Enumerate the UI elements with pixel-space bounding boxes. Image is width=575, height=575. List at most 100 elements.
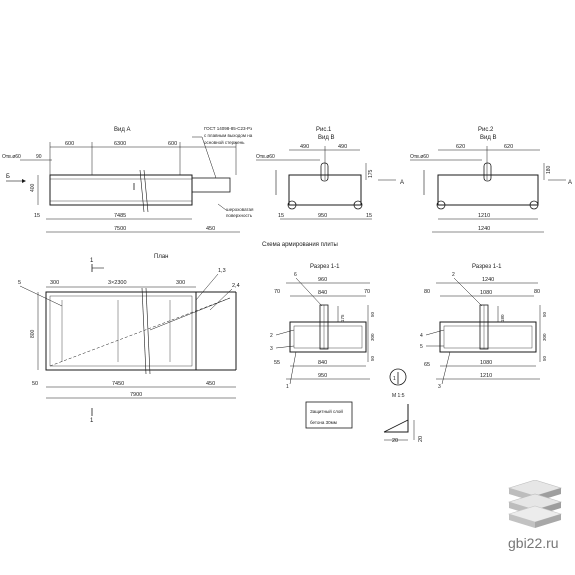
fig2-dim-620-left: 620 [456, 144, 465, 150]
view-a-dim-7485: 7485 [114, 213, 126, 219]
view-a-dim-600-left: 600 [65, 141, 74, 147]
plan-dim-7900: 7900 [130, 392, 142, 398]
view-a-dim-15: 15 [34, 213, 40, 219]
section2-label-3: 3 [438, 384, 441, 390]
plan-label-5: 5 [18, 280, 21, 286]
section2-title: Разрез 1-1 [472, 264, 502, 270]
cover-note-line-1: Защитный слой [310, 408, 343, 414]
plan-section-mark: 1 [90, 258, 94, 264]
section2-right-dim-50-bottom: 50 [542, 355, 547, 361]
fig1-dim-15-right: 15 [366, 213, 372, 219]
section1-label-3: 3 [270, 346, 273, 352]
plan-label-13: 1,3 [218, 268, 226, 274]
view-a-title: Вид А [114, 127, 131, 133]
plan-dim-50: 50 [32, 381, 38, 387]
section1-dim-960: 960 [318, 277, 327, 283]
cover-note-line-2: бетона 30мм [310, 420, 337, 425]
fig1-hole-label: Отв.ø60 [256, 154, 275, 160]
section2-label-2: 2 [452, 272, 455, 278]
fig2-view: Вид В [480, 135, 497, 141]
section1-right-dim-50-bottom: 50 [370, 355, 375, 361]
section1-dim-840: 840 [318, 360, 327, 366]
cover-note: Защитный слой бетона 30мм [305, 401, 353, 429]
section1-right-dim-50-top: 50 [370, 311, 375, 317]
fig1-dim-950: 950 [318, 213, 327, 219]
plan-dim-300-right: 300 [176, 280, 185, 286]
fig1-dim-15-left: 15 [278, 213, 284, 219]
fig1-dim-490-left: 490 [300, 144, 309, 150]
view-a-hole-label: Отв.ø60 [2, 154, 21, 160]
section2-dim-65: 65 [424, 362, 430, 368]
section2-label-4: 4 [420, 333, 423, 339]
detail-scale: М 1:5 [392, 393, 405, 399]
section2-right-dim-300: 300 [542, 333, 547, 341]
section1-right-dim-300: 300 [370, 333, 375, 341]
section2-dim-80-right: 80 [534, 289, 540, 295]
view-a-dim-7500: 7500 [114, 226, 126, 232]
section2-dim-1210: 1210 [480, 373, 492, 379]
fig1-letter-a: А [400, 180, 404, 186]
detail-mark: 1 [393, 376, 396, 382]
plan-view: План 1 300 3×2300 300 5 1,3 2,4 800 50 7… [18, 254, 240, 424]
view-a-letter-b: Б [6, 174, 10, 180]
section2-label-5: 5 [420, 344, 423, 350]
view-a-gost-note-3: основной стержень [204, 139, 245, 145]
fig2-title: Рис.2 [478, 127, 494, 133]
chamfer-dim-1: 20 [392, 438, 398, 444]
section1-label-1: 1 [286, 384, 289, 390]
section1-dim-70-left: 70 [274, 289, 280, 295]
section2-right-dim-50-top: 50 [542, 311, 547, 317]
fig2-dim-620-right: 620 [504, 144, 513, 150]
plan-section-mark-bottom: 1 [90, 418, 94, 424]
plan-dim-300-left: 300 [50, 280, 59, 286]
site-watermark: gbi22.ru [508, 535, 559, 551]
chamfer-detail: 20 20 [383, 404, 424, 444]
view-a-dim-90: 90 [36, 154, 42, 160]
fig2-letter-a: А [568, 180, 572, 186]
section-1: Разрез 1-1 70 960 70 840 6 175 50 300 50… [270, 264, 375, 390]
view-a-dim-450: 450 [206, 226, 215, 232]
view-a-rough-note-2: поверхность [226, 213, 253, 218]
scheme-title: Схема армирования плиты [262, 242, 338, 248]
fig-2: Рис.2 Вид В 620 620 Отв.ø60 180 А 1210 1… [410, 127, 572, 233]
fig1-side-dim: 175 [368, 169, 374, 178]
chamfer-dim-2: 20 [418, 436, 424, 442]
section1-dim-175: 175 [340, 314, 345, 322]
section2-dim-180: 180 [500, 314, 505, 322]
fig2-hole-label: Отв.ø60 [410, 154, 429, 160]
view-a-dim-600-right: 600 [168, 141, 177, 147]
plan-title: План [154, 254, 168, 260]
fig2-side-dim: 180 [546, 165, 552, 174]
section1-dim-950: 950 [318, 373, 327, 379]
gbi22-logo-icon [507, 480, 563, 528]
section-2: Разрез 1-1 1240 80 1080 80 2 180 50 300 … [420, 264, 547, 390]
plan-dim-7450: 7450 [112, 381, 124, 387]
plan-height: 800 [30, 329, 36, 338]
section1-dim-840-top: 840 [318, 290, 327, 296]
section2-dim-80-left: 80 [424, 289, 430, 295]
section1-title: Разрез 1-1 [310, 264, 340, 270]
fig1-dim-490-right: 490 [338, 144, 347, 150]
view-a-height: 400 [30, 183, 36, 192]
detail-1: 1 М 1:5 [389, 368, 407, 399]
fig2-inner-dim: 1210 [478, 213, 490, 219]
plan-label-24: 2,4 [232, 283, 240, 289]
section1-label-6: 6 [294, 272, 297, 278]
fig1-title: Рис.1 [316, 127, 332, 133]
section1-label-2: 2 [270, 333, 273, 339]
section2-dim-1080-bottom: 1080 [480, 360, 492, 366]
plan-dim-3x2300: 3×2300 [108, 280, 127, 286]
view-a-gost-note-1: ГОСТ 14098-85-С23-Рз [204, 126, 252, 131]
view-a-gost-note-2: с плавным выходом на [204, 133, 253, 138]
view-a-dim-6300: 6300 [114, 141, 126, 147]
view-a-rough-note-1: шероховатая [226, 207, 254, 212]
fig2-outer-dim: 1240 [478, 226, 490, 232]
fig1-view: Вид В [318, 135, 335, 141]
view-a: Вид А ГОСТ 14098-85-С23-Рз с плавным вых… [2, 126, 254, 233]
plan-dim-450: 450 [206, 381, 215, 387]
section2-dim-1080: 1080 [480, 290, 492, 296]
fig-1: Рис.1 Вид В 490 490 Отв.ø60 175 А 15 950… [256, 127, 404, 220]
section2-dim-1240: 1240 [482, 277, 494, 283]
section1-dim-70-right: 70 [364, 289, 370, 295]
